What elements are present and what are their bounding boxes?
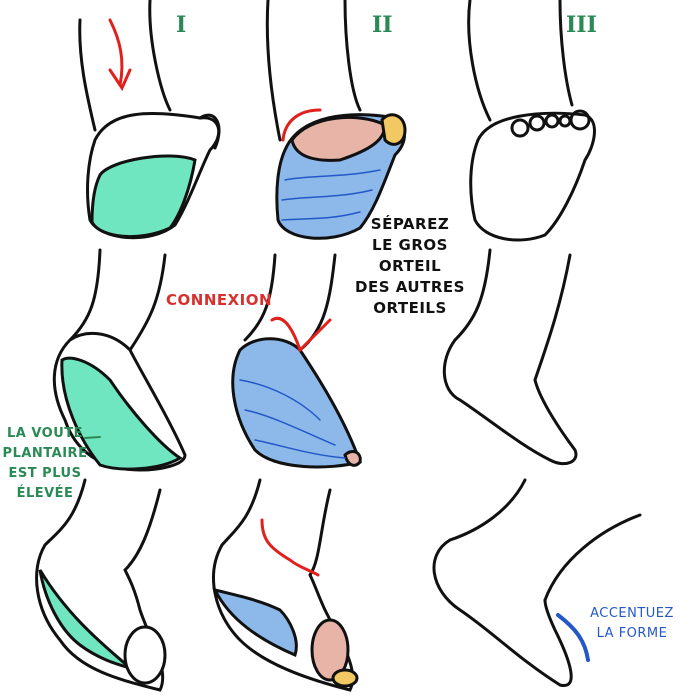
note-line: LA FORME — [596, 626, 668, 641]
note-line: ACCENTUEZ — [590, 606, 674, 621]
foot-sketch-1-2 — [265, 0, 407, 240]
note-line: LE GROS — [372, 236, 448, 254]
accentuate-note: ACCENTUEZ LA FORME — [582, 604, 682, 644]
accent-stroke-icon — [556, 613, 590, 662]
note-line: ORTEILS — [373, 299, 447, 317]
column-label-2: II — [372, 12, 393, 38]
note-line: DES AUTRES — [355, 278, 465, 296]
foot-sketch-1-1 — [78, 0, 221, 240]
foot-sketch-2-3 — [442, 248, 578, 466]
red-arrow-icon — [108, 18, 124, 87]
foot-sketch-3-1 — [35, 478, 167, 692]
column-label-1: I — [176, 12, 187, 38]
foot-sketch-2-1 — [52, 248, 187, 472]
foot-sketch-2-2 — [231, 253, 362, 469]
note-line: PLANTAIRE — [2, 446, 88, 461]
connection-note: CONNEXION — [166, 291, 273, 309]
arch-note: LA VOUTE PLANTAIRE EST PLUS ÉLEVÉE — [0, 424, 90, 504]
note-line: LA VOUTE — [6, 426, 84, 441]
note-line: ÉLEVÉE — [16, 486, 74, 501]
foot-sketch-1-3 — [467, 0, 596, 242]
separate-toes-note: SÉPAREZ LE GROS ORTEIL DES AUTRES ORTEIL… — [350, 214, 470, 319]
foot-sketch-3-2 — [212, 478, 359, 692]
foot-sketch-3-3 — [432, 478, 642, 687]
note-line: SÉPAREZ — [370, 215, 450, 233]
note-line: EST PLUS — [8, 466, 82, 481]
note-line: ORTEIL — [378, 257, 442, 275]
column-label-3: III — [566, 12, 597, 38]
